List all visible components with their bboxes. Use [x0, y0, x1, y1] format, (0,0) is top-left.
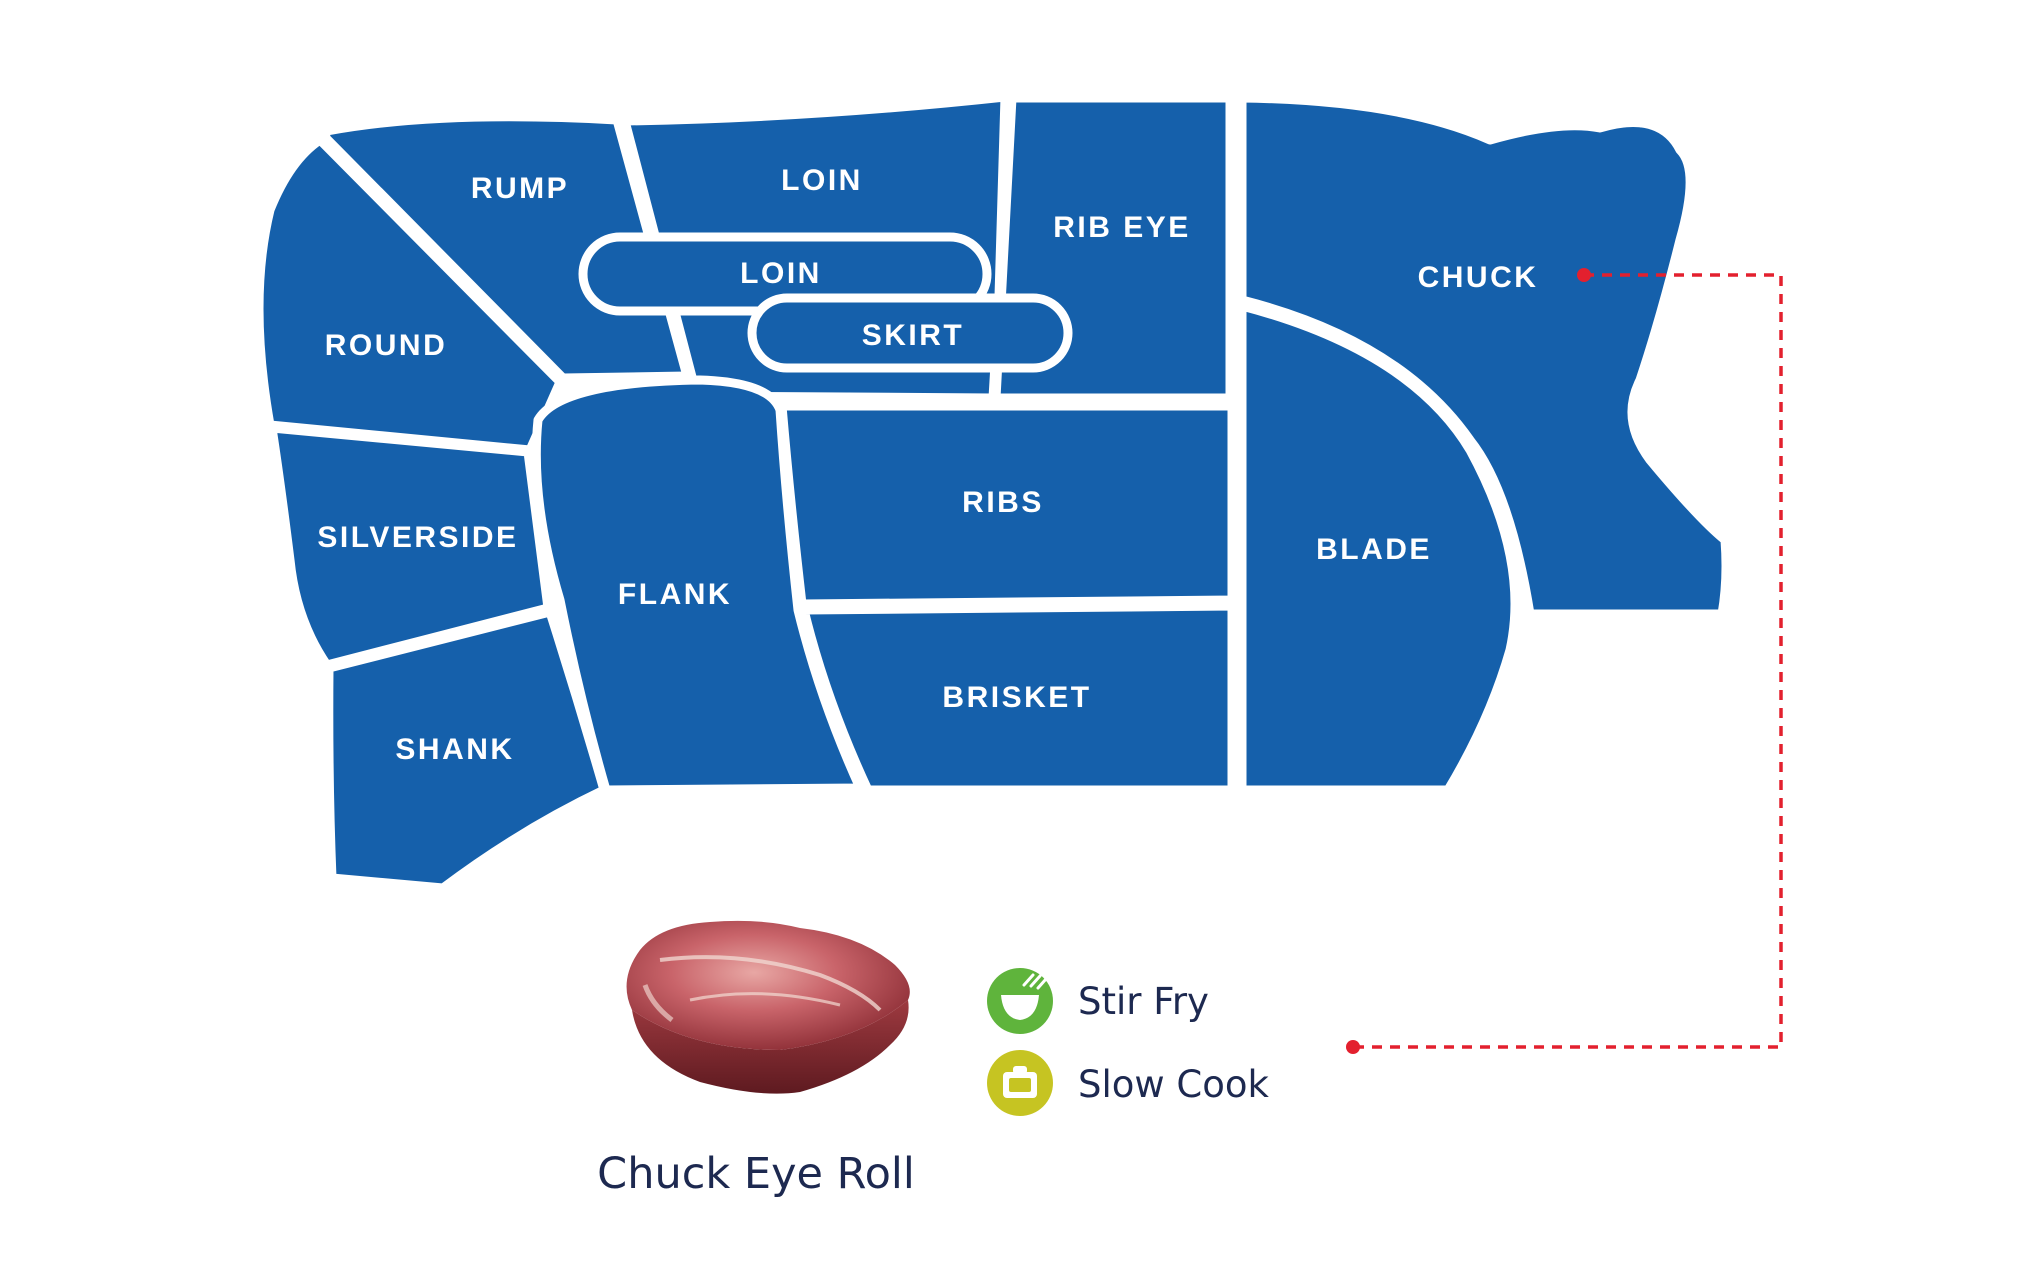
cut-flank[interactable]: [531, 375, 865, 795]
beef-cut-regions: [254, 92, 1731, 893]
chuck-eye-roll-image: [626, 920, 910, 1094]
cut-rump[interactable]: [320, 112, 692, 383]
label-blade: BLADE: [1316, 533, 1432, 566]
label-loin-upper: LOIN: [781, 164, 863, 197]
method-slow-cook: Slow Cook: [987, 1050, 1270, 1116]
callout-dotted-line: [1353, 273, 1783, 1049]
cut-chuck[interactable]: [1237, 93, 1731, 619]
cut-ribs[interactable]: [777, 401, 1237, 609]
label-shank: SHANK: [395, 733, 514, 766]
label-flank: FLANK: [618, 578, 732, 611]
method-stir-fry: Stir Fry: [987, 968, 1209, 1034]
product-name: Chuck Eye Roll: [597, 1149, 915, 1199]
label-loin-inner: LOIN: [740, 257, 822, 290]
chuck-callout-connector: [1346, 268, 1783, 1054]
method-label-slow-cook: Slow Cook: [1078, 1063, 1270, 1106]
cut-brisket[interactable]: [799, 601, 1237, 795]
label-rib-eye: RIB EYE: [1053, 211, 1191, 244]
cut-blade[interactable]: [1237, 301, 1520, 795]
callout-dot-start: [1577, 268, 1591, 282]
label-brisket: BRISKET: [942, 681, 1091, 714]
cut-labels: RUMP LOIN RIB EYE CHUCK LOIN SKIRT ROUND…: [317, 164, 1539, 766]
cut-skirt[interactable]: [747, 293, 1073, 373]
label-skirt: SKIRT: [862, 319, 965, 352]
cooking-methods-list: Stir Fry Slow Cook: [987, 968, 1270, 1116]
cut-round[interactable]: [254, 135, 565, 455]
label-rump: RUMP: [471, 172, 569, 205]
cut-shank[interactable]: [324, 607, 609, 893]
label-chuck: CHUCK: [1418, 261, 1539, 294]
label-round: ROUND: [325, 329, 448, 362]
label-silverside: SILVERSIDE: [317, 521, 518, 554]
callout-dot-end: [1346, 1040, 1360, 1054]
label-ribs: RIBS: [962, 486, 1044, 519]
method-label-stir-fry: Stir Fry: [1078, 980, 1209, 1023]
wok-bowl-icon: [987, 968, 1053, 1034]
cut-silverside[interactable]: [267, 423, 553, 670]
slow-cooker-pot-icon: [987, 1050, 1053, 1116]
